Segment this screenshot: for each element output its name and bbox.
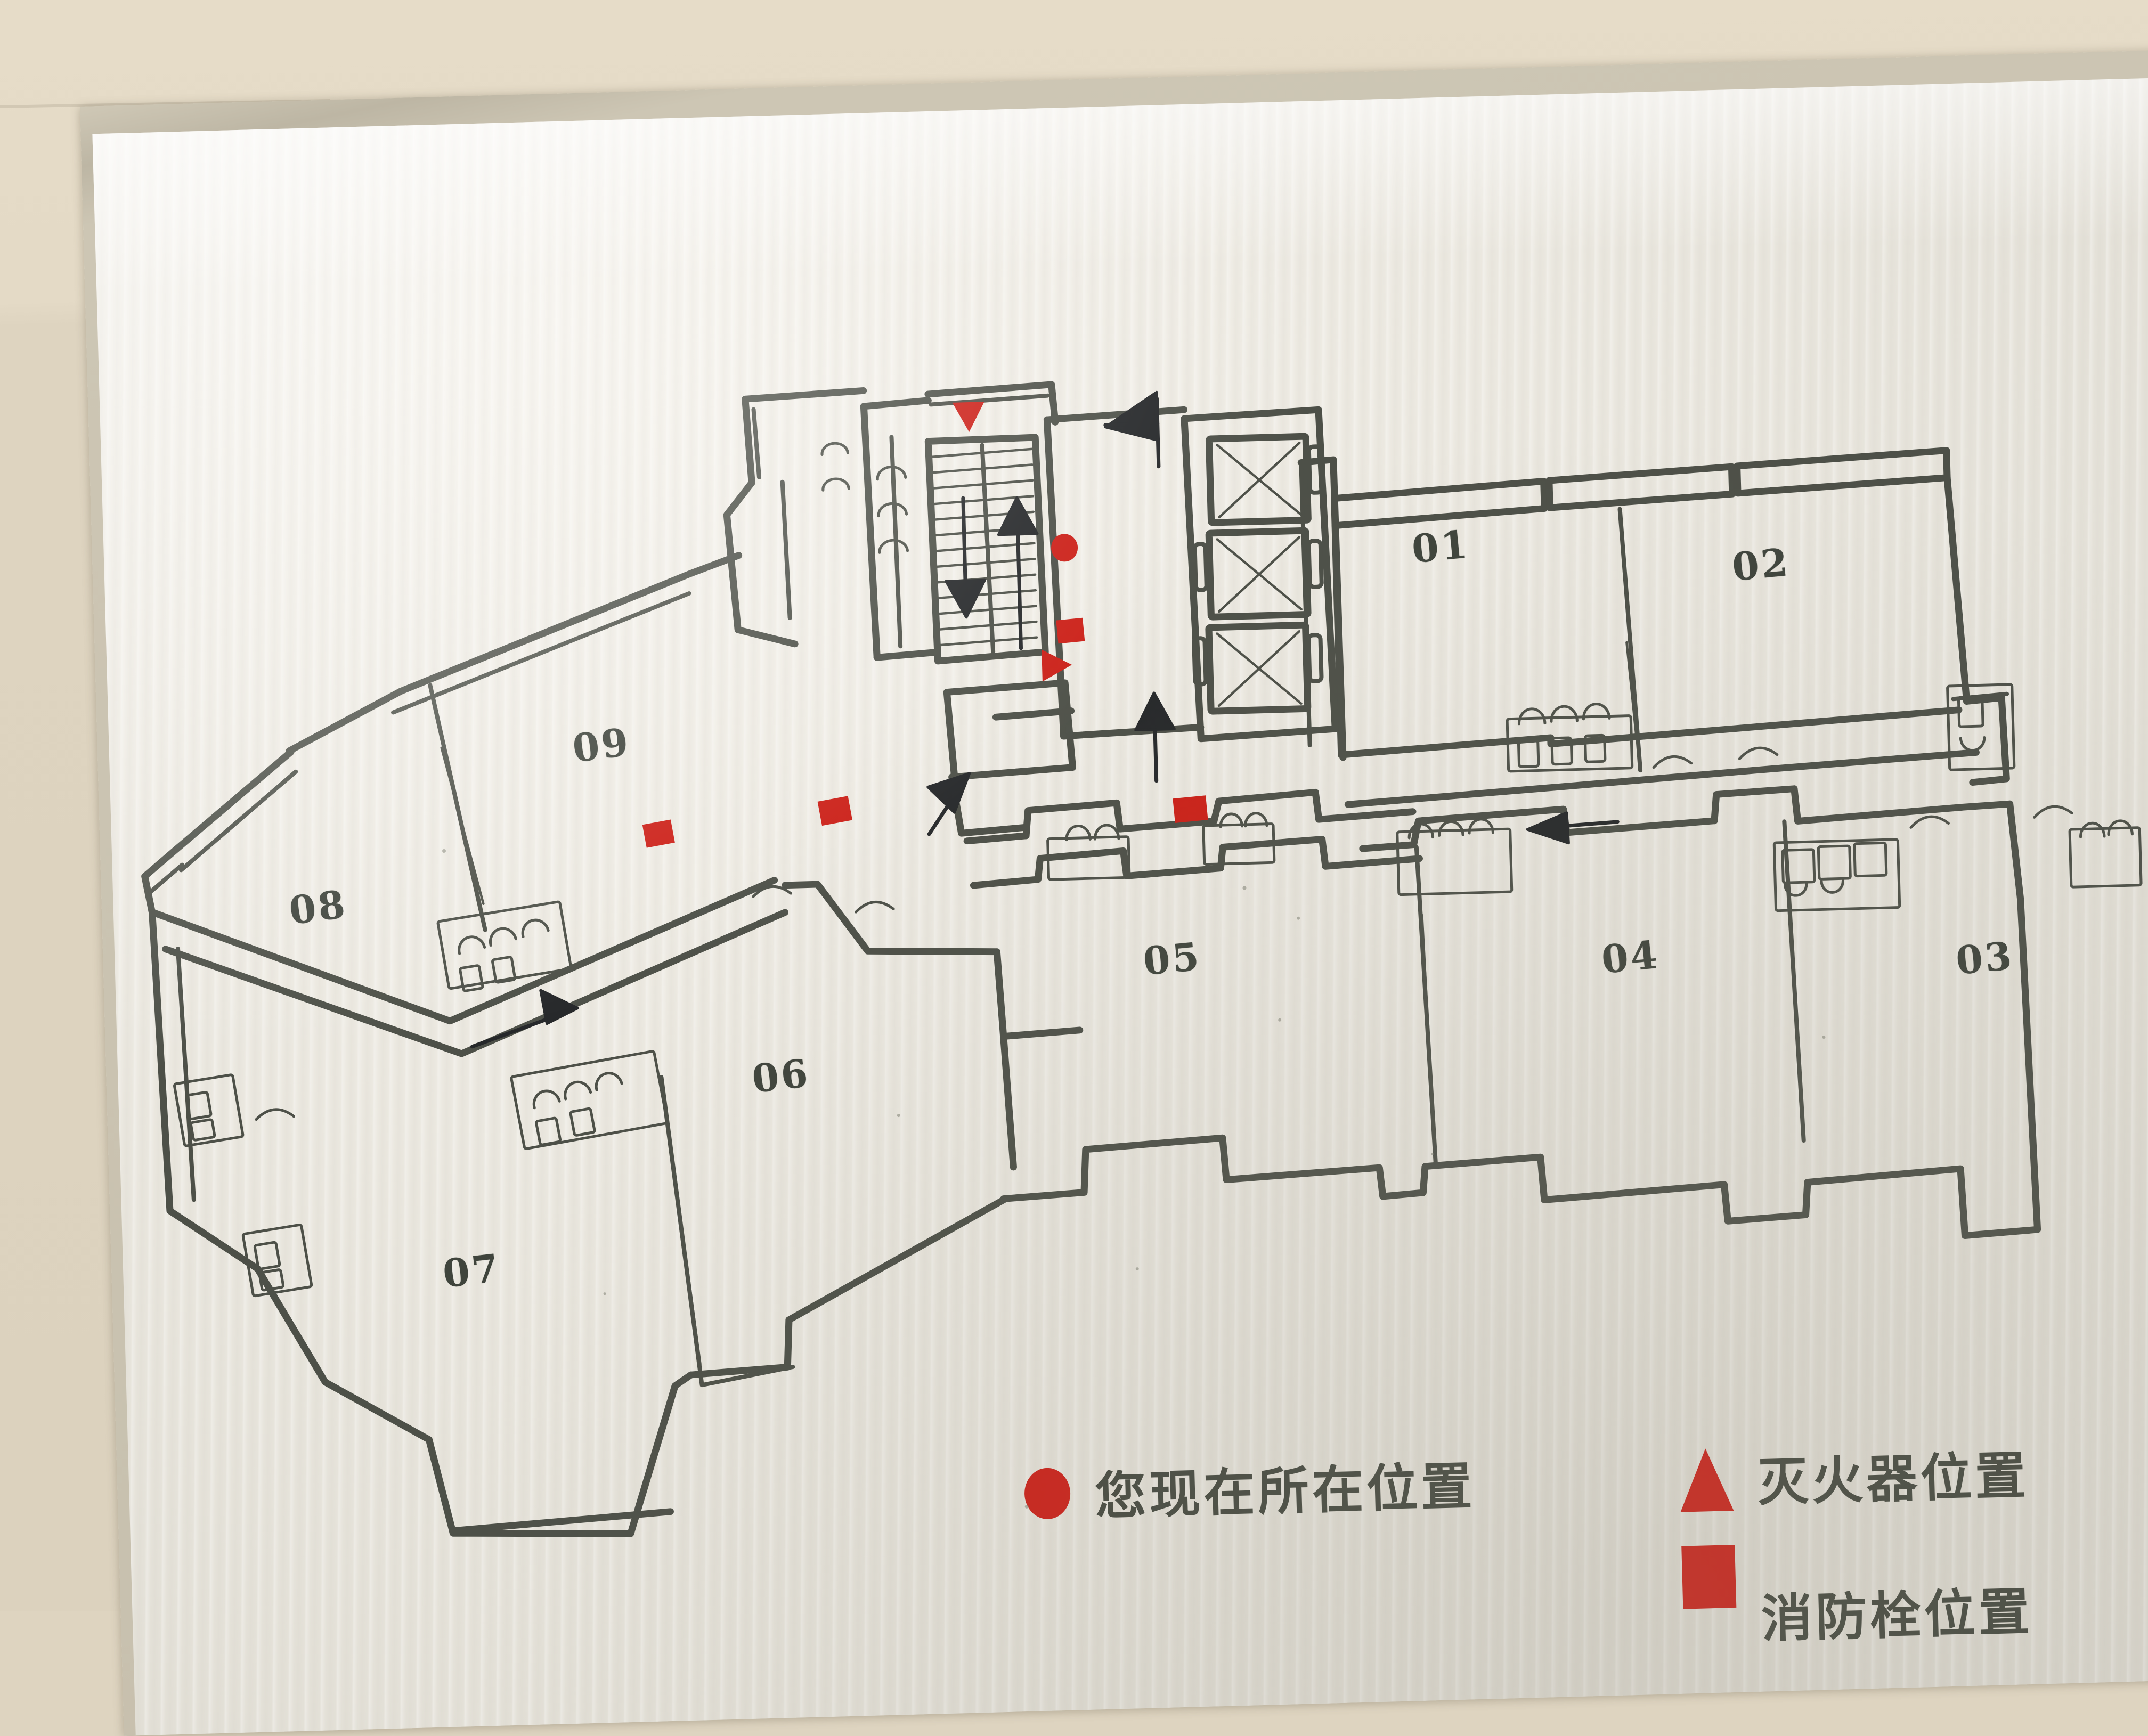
room-label-05: 05 [1141, 933, 1203, 984]
legend-item-hydrant: 消防栓位置 [1681, 1531, 2033, 1649]
hydrant-marker-corridor [1173, 795, 1208, 823]
floor-plan-linework [141, 381, 2143, 1537]
legend: 您现在所在位置 灭火器位置 消防栓位置 [1023, 1421, 2148, 1691]
paper-speck [1431, 1152, 1434, 1156]
floor-plan-drawing: 01 02 03 04 05 06 07 08 09 您现在所在位置 [92, 76, 2148, 1735]
you-are-here-symbol [1023, 1467, 1071, 1520]
hydrant-marker-core [1056, 617, 1085, 644]
room-label-07: 07 [440, 1245, 503, 1297]
room-label-01: 01 [1410, 521, 1472, 572]
room-label-09: 09 [569, 719, 633, 771]
room-label-03: 03 [1954, 932, 2016, 983]
paper-speck [603, 1292, 606, 1295]
hydrant-symbol [1681, 1544, 1737, 1609]
floor-plan-panel: 01 02 03 04 05 06 07 08 09 您现在所在位置 [92, 76, 2148, 1736]
extinguisher-marker-stair-top [952, 402, 986, 433]
legend-item-you-are-here: 您现在所在位置 [1023, 1445, 1476, 1531]
room-label-04: 04 [1599, 931, 1662, 982]
legend-item-extinguisher: 灭火器位置 [1679, 1434, 2030, 1518]
legend-label-you-are-here: 您现在所在位置 [1094, 1456, 1476, 1527]
room-label-02: 02 [1730, 539, 1792, 590]
legend-label-hydrant: 消防栓位置 [1760, 1582, 2034, 1649]
acrylic-sign-frame: 01 02 03 04 05 06 07 08 09 您现在所在位置 [80, 49, 2148, 1736]
room-label-06: 06 [750, 1050, 812, 1102]
extinguisher-symbol [1679, 1447, 1734, 1512]
legend-label-extinguisher: 灭火器位置 [1756, 1445, 2030, 1513]
extinguisher-marker-core [1042, 649, 1072, 682]
room-label-08: 08 [286, 881, 350, 934]
